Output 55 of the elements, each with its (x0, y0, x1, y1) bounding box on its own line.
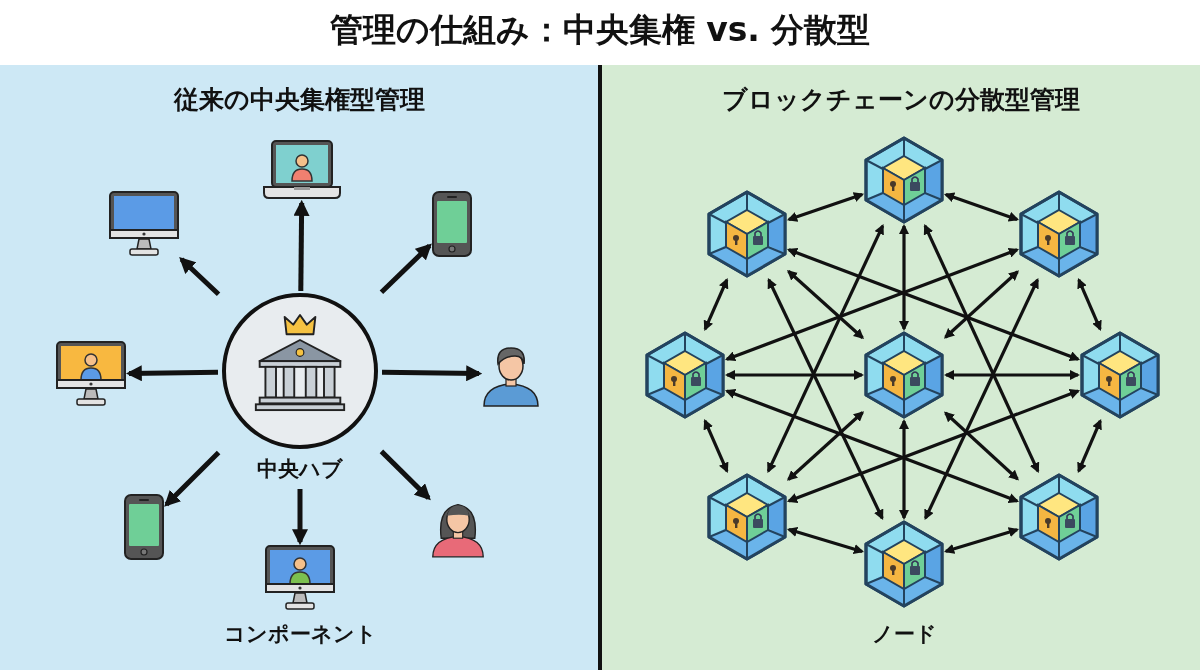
arrow (943, 192, 1020, 222)
cube-icon (707, 190, 787, 278)
arrow (164, 450, 221, 507)
arrow (703, 277, 729, 332)
arrow (1077, 418, 1102, 474)
arrow (1077, 277, 1102, 332)
arrow (381, 365, 483, 382)
monitor-icon (264, 544, 336, 612)
arrow (766, 223, 885, 474)
arrow (179, 257, 221, 297)
arrow (724, 369, 865, 381)
cube-icon (864, 331, 944, 419)
arrow (924, 277, 1039, 521)
arrow (293, 199, 310, 292)
cube-icon (645, 331, 725, 419)
arrow (786, 247, 1081, 362)
panel (0, 65, 598, 670)
arrow (923, 223, 1040, 474)
cube-icon (864, 520, 944, 608)
arrow (379, 243, 432, 295)
cube-icon (1019, 190, 1099, 278)
smartphone-icon (431, 190, 473, 258)
cube-icon (864, 136, 944, 224)
arrow (786, 269, 865, 340)
arrow (724, 247, 1020, 362)
arrow (786, 527, 865, 554)
arrow (943, 411, 1020, 481)
arrow (786, 192, 865, 222)
arrow (943, 270, 1020, 339)
smartphone-icon (123, 493, 165, 561)
arrow (898, 418, 910, 521)
arrow (379, 449, 431, 501)
hub-caption: 中央ハブ (256, 456, 344, 483)
panel (602, 65, 1200, 670)
cube-icon (1019, 473, 1099, 561)
arrow (786, 389, 1081, 503)
monitor-icon (55, 340, 127, 408)
arrow (786, 411, 865, 481)
arrow (767, 277, 884, 521)
arrow (943, 369, 1081, 381)
panel-title: 従来の中央集権型管理 (172, 84, 426, 116)
arrow (292, 489, 308, 546)
laptop-icon (262, 139, 342, 201)
arrow (724, 389, 1020, 503)
group-label: ノード (871, 621, 937, 648)
arrow (898, 223, 910, 332)
monitor-icon (108, 190, 180, 258)
cube-icon (707, 473, 787, 561)
cube-icon (1080, 331, 1160, 419)
page-title: 管理の仕組み：中央集権 vs. 分散型 (328, 9, 872, 51)
arrow (943, 527, 1020, 554)
arrow (125, 365, 219, 382)
arrow (703, 418, 729, 474)
panel-title: ブロックチェーンの分散型管理 (721, 84, 1081, 116)
group-label: コンポーネント (223, 621, 377, 648)
